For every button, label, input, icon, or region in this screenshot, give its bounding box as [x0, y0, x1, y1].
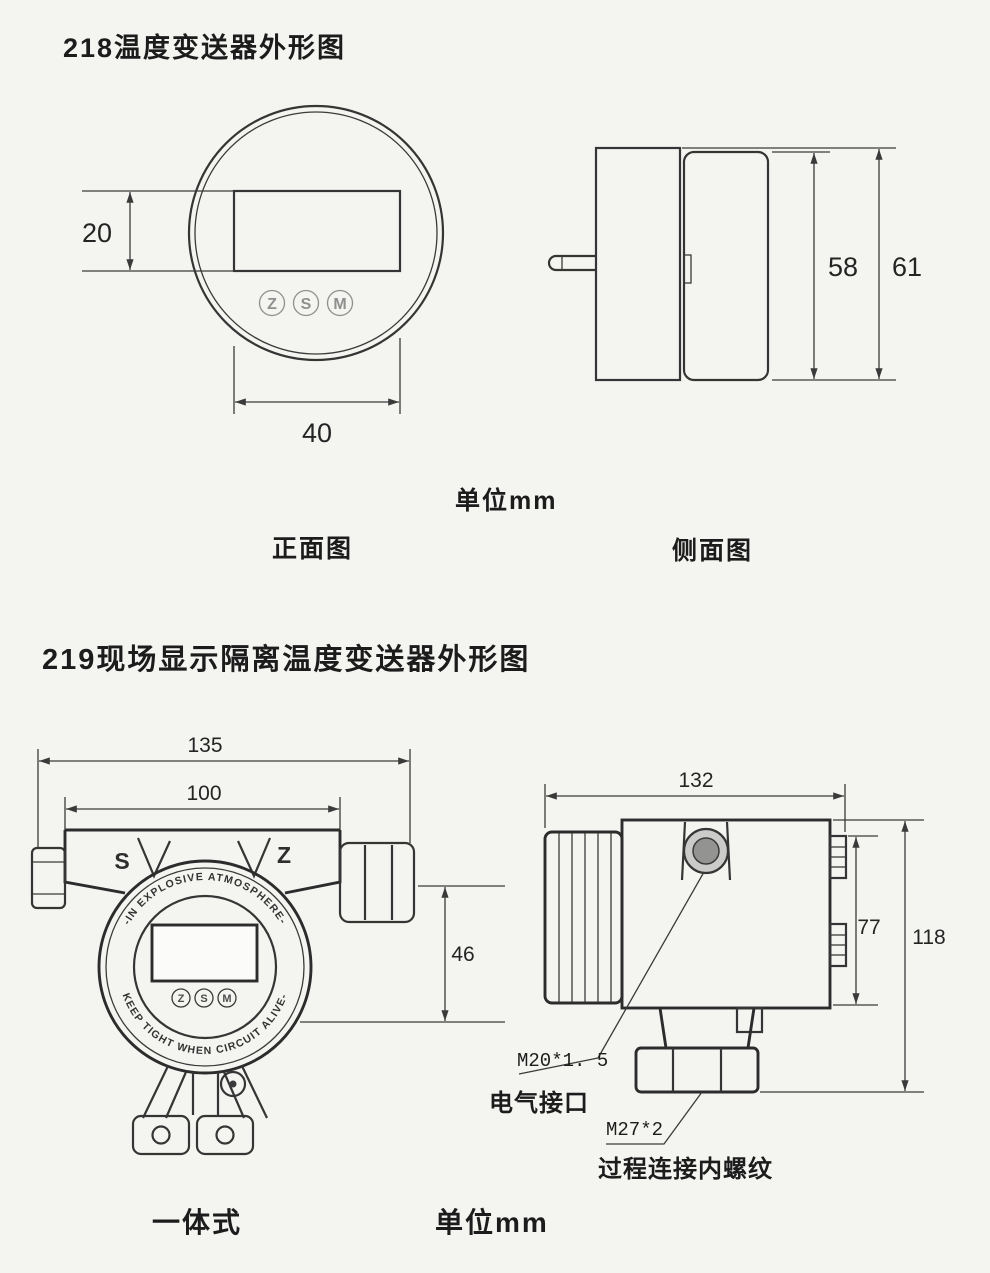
face-outer-circle	[97, 859, 313, 1075]
display-window-219	[150, 923, 259, 983]
dim-label-display-height: 20	[82, 218, 112, 248]
right-wing-clip	[236, 837, 272, 879]
cover-latch	[683, 254, 692, 284]
foot-right	[195, 1114, 255, 1156]
unit-label-219: 单位mm	[435, 1207, 549, 1238]
left-wing-clip	[136, 837, 172, 879]
dim-label-housing-depth: 58	[828, 252, 858, 282]
dim-label-side-length: 132	[678, 769, 713, 792]
dim-label-display-width: 40	[302, 418, 332, 448]
front-view-label: 正面图	[272, 535, 354, 563]
wing-right-label: Z	[277, 842, 291, 868]
front-view-218: Z S M	[187, 104, 445, 362]
cable-gland	[338, 841, 416, 924]
section-219-title: 219现场显示隔离温度变送器外形图	[42, 644, 531, 676]
display-window	[232, 189, 402, 273]
dim-218-housing-height: 61	[682, 147, 922, 380]
unit-label-218: 单位mm	[455, 487, 558, 515]
side-body-block	[594, 146, 682, 382]
housing-inner-circle	[194, 111, 438, 355]
dim-label-window-height: 46	[451, 943, 474, 966]
z-button	[258, 289, 286, 317]
dim-label-housing-height: 61	[892, 252, 922, 282]
left-plug	[30, 846, 67, 910]
m-button-label: M	[333, 296, 346, 313]
housing-outer-circle	[187, 104, 445, 362]
mount-type-label: 一体式	[152, 1207, 243, 1238]
s-button	[194, 988, 214, 1008]
dim-218-housing-depth: 58	[772, 151, 896, 381]
process-thread-label: M27*2	[606, 1119, 664, 1141]
dim-218-display-width: 40	[233, 338, 401, 448]
side-view-218	[547, 146, 770, 382]
s-button-label: S	[200, 993, 207, 1005]
side-cover-block	[682, 150, 770, 382]
s-button-label: S	[301, 296, 312, 313]
z-button	[171, 988, 191, 1008]
process-neck	[658, 1007, 756, 1049]
dim-219-body-height: 77	[833, 835, 881, 1006]
leader-electrical	[597, 871, 705, 1059]
dim-219-cover-width: 100	[64, 782, 341, 843]
dim-219-overall-width: 135	[37, 734, 411, 848]
dim-218-display-height: 20	[82, 190, 234, 272]
process-connection-label: 过程连接内螺纹	[598, 1156, 773, 1183]
conduit-entry-inner	[692, 837, 720, 865]
main-body	[620, 818, 832, 1010]
foot-left	[131, 1114, 191, 1156]
front-view-219: S Z -IN EXPLOSIVE ATMOSPHERE- KEEP TIGHT…	[30, 828, 416, 1156]
dim-label-body-height: 77	[857, 916, 880, 939]
m-button	[326, 289, 354, 317]
zsm-buttons-218: Z S M	[258, 289, 354, 317]
dim-label-overall-width: 135	[187, 734, 222, 757]
s-button	[292, 289, 320, 317]
dim-label-cover-width: 100	[186, 782, 221, 805]
zsm-buttons-219: Z S M	[171, 988, 237, 1008]
dim-219-side-length: 132	[544, 769, 846, 832]
side-view-219	[518, 818, 848, 1145]
dim-219-overall-height: 118	[760, 819, 946, 1093]
process-hex-nut	[634, 1046, 760, 1094]
face-inner-circle	[132, 894, 278, 1040]
electrical-port-label: 电气接口	[489, 1090, 589, 1117]
leader-process	[606, 1091, 703, 1145]
side-view-label: 侧面图	[672, 537, 754, 565]
probe-stem	[547, 254, 596, 272]
z-button-label: Z	[267, 296, 277, 313]
foot-hole-right	[215, 1125, 235, 1145]
m-button-label: M	[222, 993, 231, 1005]
electrical-thread-label: M20*1. 5	[517, 1050, 609, 1072]
section-218-title: 218温度变送器外形图	[63, 33, 347, 63]
face-ring-circle	[105, 867, 305, 1067]
dim-219-window-height: 46	[300, 885, 505, 1023]
dim-label-overall-height: 118	[912, 926, 945, 949]
bracket-pivot	[219, 1070, 247, 1098]
m-button	[217, 988, 237, 1008]
foot-hole-left	[151, 1125, 171, 1145]
wing-left-label: S	[114, 848, 129, 874]
z-button-label: Z	[178, 993, 185, 1005]
mounting-bracket	[131, 1065, 268, 1156]
